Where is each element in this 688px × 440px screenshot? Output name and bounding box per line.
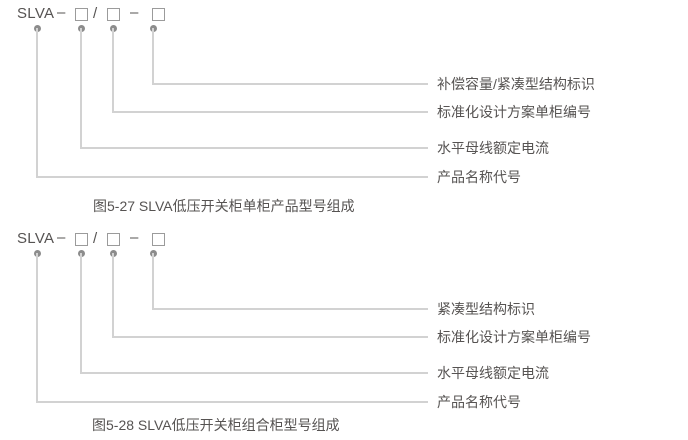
callout-line-vertical xyxy=(36,253,38,403)
placeholder-box-2 xyxy=(107,8,120,21)
callout-line-horizontal xyxy=(81,147,428,149)
callout-line-vertical xyxy=(112,253,114,338)
dash-separator: – xyxy=(57,4,66,21)
product-code-text: SLVA xyxy=(17,230,55,247)
dash-separator: – xyxy=(130,229,139,246)
product-code-text: SLVA xyxy=(17,5,55,22)
placeholder-box-1 xyxy=(75,233,88,246)
placeholder-box-1 xyxy=(75,8,88,21)
callout-line-vertical xyxy=(80,253,82,374)
callout-line-horizontal xyxy=(81,372,428,374)
callout-label-structure-id: 补偿容量/紧凑型结构标识 xyxy=(437,76,595,92)
callout-line-vertical xyxy=(152,253,154,310)
figure-caption-5-27: 图5-27 SLVA低压开关柜单柜产品型号组成 xyxy=(93,198,355,214)
callout-label-product-code: 产品名称代号 xyxy=(437,169,521,185)
figure-caption-5-28: 图5-28 SLVA低压开关柜组合柜型号组成 xyxy=(92,417,340,433)
callout-line-vertical xyxy=(80,28,82,149)
callout-line-vertical xyxy=(152,28,154,85)
model-composition-diagram-2: SLVA – / – 紧凑型结构标识 标准化设计方案单柜编号 水平母线额定电流 … xyxy=(0,225,688,440)
callout-line-horizontal xyxy=(153,308,428,310)
callout-line-horizontal xyxy=(113,336,428,338)
callout-line-vertical xyxy=(36,28,38,178)
slash-separator: / xyxy=(93,230,98,247)
dash-separator: – xyxy=(130,4,139,21)
callout-label-product-code: 产品名称代号 xyxy=(437,394,521,410)
callout-label-design-number: 标准化设计方案单柜编号 xyxy=(437,329,591,345)
callout-line-horizontal xyxy=(37,401,428,403)
slash-separator: / xyxy=(93,5,98,22)
callout-label-structure-id: 紧凑型结构标识 xyxy=(437,301,535,317)
callout-label-busbar-current: 水平母线额定电流 xyxy=(437,140,549,156)
dash-separator: – xyxy=(57,229,66,246)
callout-line-vertical xyxy=(112,28,114,113)
callout-label-design-number: 标准化设计方案单柜编号 xyxy=(437,104,591,120)
placeholder-box-2 xyxy=(107,233,120,246)
model-composition-diagram-1: SLVA – / – 补偿容量/紧凑型结构标识 标准化设计方案单柜编号 水平母线… xyxy=(17,4,595,186)
callout-line-horizontal xyxy=(153,83,428,85)
callout-line-horizontal xyxy=(113,111,428,113)
callout-label-busbar-current: 水平母线额定电流 xyxy=(437,365,549,381)
placeholder-box-3 xyxy=(152,8,165,21)
callout-line-horizontal xyxy=(37,176,428,178)
placeholder-box-3 xyxy=(152,233,165,246)
